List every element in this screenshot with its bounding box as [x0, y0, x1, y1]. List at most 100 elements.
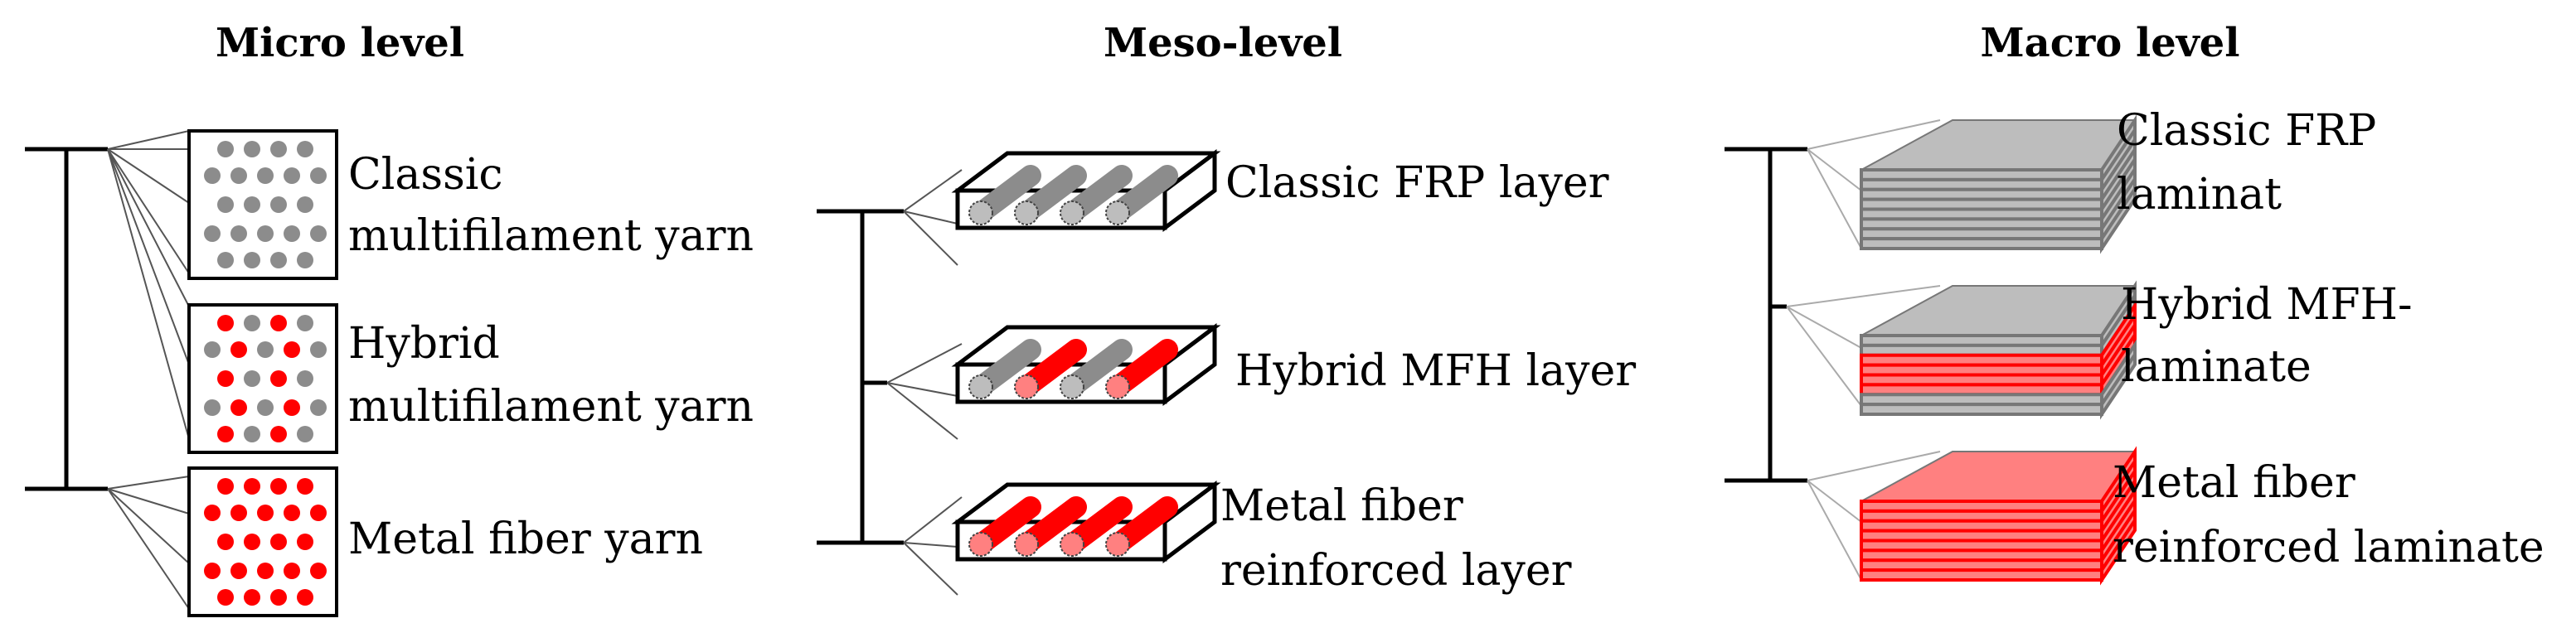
- meso-level-heading: Meso-level: [1104, 20, 1342, 66]
- fiber-dot: [257, 341, 274, 358]
- fiber-dot: [204, 399, 221, 416]
- fiber-dot: [230, 341, 247, 358]
- fiber-dot: [230, 225, 247, 242]
- fiber-dot: [217, 315, 234, 331]
- fiber-dot: [230, 505, 247, 521]
- fiber-dot: [270, 315, 287, 331]
- macro-level-heading: Macro level: [1981, 20, 2240, 66]
- micro-label-hybrid-2: multifilament yarn: [348, 382, 754, 432]
- micro-tree-bracket: [25, 147, 108, 491]
- layer-side-face: [1162, 149, 1217, 232]
- fiber-dot: [217, 589, 234, 606]
- fiber-rod-end: [1060, 200, 1084, 225]
- fiber-rod-end: [1060, 532, 1084, 557]
- fiber-dot: [244, 426, 260, 442]
- fiber-rod-end: [1060, 374, 1084, 399]
- fiber-dot: [297, 252, 313, 268]
- fiber-dot: [204, 563, 221, 579]
- fiber-dot: [230, 563, 247, 579]
- macro-fan-lines: [1786, 119, 1941, 581]
- micro-yarn-metal: [187, 466, 338, 617]
- layer-side-face: [1162, 323, 1217, 406]
- meso-label-metal-1: Metal fiber: [1220, 481, 1463, 531]
- meso-layer-metal: [951, 481, 1221, 563]
- fiber-dot: [284, 563, 300, 579]
- laminate-ply: [1860, 403, 2103, 416]
- fiber-rod-end: [1014, 200, 1039, 225]
- macro-label-classic-1: Classic FRP: [2117, 106, 2376, 156]
- laminate-ply-side: [2100, 183, 2137, 254]
- micro-level-group: Classic multifilament yarn Hybrid multif…: [25, 129, 754, 617]
- micro-label-metal: Metal fiber yarn: [348, 514, 703, 564]
- fiber-dot: [230, 167, 247, 184]
- layer-side-face: [1162, 481, 1217, 563]
- meso-label-metal-2: reinforced layer: [1220, 546, 1572, 596]
- fiber-dot: [217, 196, 234, 213]
- fiber-dot: [204, 505, 221, 521]
- fiber-dot: [217, 534, 234, 550]
- fiber-dot: [244, 196, 260, 213]
- meso-label-hybrid: Hybrid MFH layer: [1235, 346, 1636, 396]
- fiber-dot: [297, 478, 313, 495]
- micro-level-heading: Micro level: [216, 20, 464, 66]
- fiber-dot: [217, 370, 234, 387]
- meso-layer-hybrid: [951, 323, 1221, 406]
- fiber-rod-end: [968, 374, 993, 399]
- fiber-dot: [244, 589, 260, 606]
- laminate-ply: [1860, 237, 2103, 250]
- macro-laminate-hybrid: [1860, 280, 2137, 420]
- macro-label-metal-1: Metal fiber: [2113, 458, 2355, 508]
- fiber-dot: [270, 252, 287, 268]
- fiber-rod-end: [1105, 532, 1130, 557]
- macro-label-classic-2: laminat: [2117, 170, 2282, 220]
- meso-fan-lines: [886, 169, 963, 596]
- fiber-dot: [217, 478, 234, 495]
- fiber-dot: [230, 399, 247, 416]
- macro-label-metal-2: reinforced laminate: [2113, 523, 2544, 572]
- fiber-dot: [270, 534, 287, 550]
- laminate-ply-side: [2100, 514, 2137, 586]
- fiber-dot: [284, 167, 300, 184]
- fiber-dot: [257, 167, 274, 184]
- fiber-dot: [284, 505, 300, 521]
- fiber-dot: [270, 589, 287, 606]
- micro-fan-lines: [107, 130, 190, 610]
- fiber-dot: [270, 370, 287, 387]
- fiber-dot: [310, 341, 327, 358]
- laminate-ply-side: [2100, 349, 2137, 420]
- fiber-dot: [270, 141, 287, 157]
- fiber-rod-end: [1014, 374, 1039, 399]
- fiber-rod-end: [1105, 200, 1130, 225]
- laminate-ply: [1860, 568, 2103, 582]
- fiber-dot: [270, 478, 287, 495]
- fiber-dot: [244, 478, 260, 495]
- fiber-dot: [310, 505, 327, 521]
- macro-label-hybrid-1: Hybrid MFH-: [2121, 280, 2413, 330]
- fiber-dot: [284, 341, 300, 358]
- fiber-dot: [310, 563, 327, 579]
- micro-yarn-hybrid: [187, 303, 338, 454]
- fiber-dot: [217, 426, 234, 442]
- fiber-rod-end: [1105, 374, 1130, 399]
- meso-tree-bracket: [817, 209, 904, 545]
- micro-label-classic-2: multifilament yarn: [348, 211, 754, 261]
- fiber-dot: [297, 534, 313, 550]
- fiber-dot: [297, 426, 313, 442]
- fiber-dot: [244, 370, 260, 387]
- fiber-dot: [244, 141, 260, 157]
- meso-level-group: Classic FRP layer Hybrid MFH layer Metal…: [817, 149, 1636, 596]
- fiber-dot: [217, 252, 234, 268]
- micro-label-classic-1: Classic: [348, 150, 503, 200]
- fiber-dot: [257, 563, 274, 579]
- macro-laminate-classic: [1860, 114, 2137, 254]
- micro-yarn-classic: [187, 129, 338, 280]
- fiber-dot: [204, 167, 221, 184]
- fiber-rod-end: [968, 200, 993, 225]
- fiber-dot: [204, 225, 221, 242]
- fiber-dot: [244, 534, 260, 550]
- fiber-dot: [244, 252, 260, 268]
- fiber-rod-end: [968, 532, 993, 557]
- fiber-dot: [284, 225, 300, 242]
- macro-level-group: Classic FRP laminat Hybrid MFH- laminate…: [1725, 106, 2544, 586]
- fiber-dot: [244, 315, 260, 331]
